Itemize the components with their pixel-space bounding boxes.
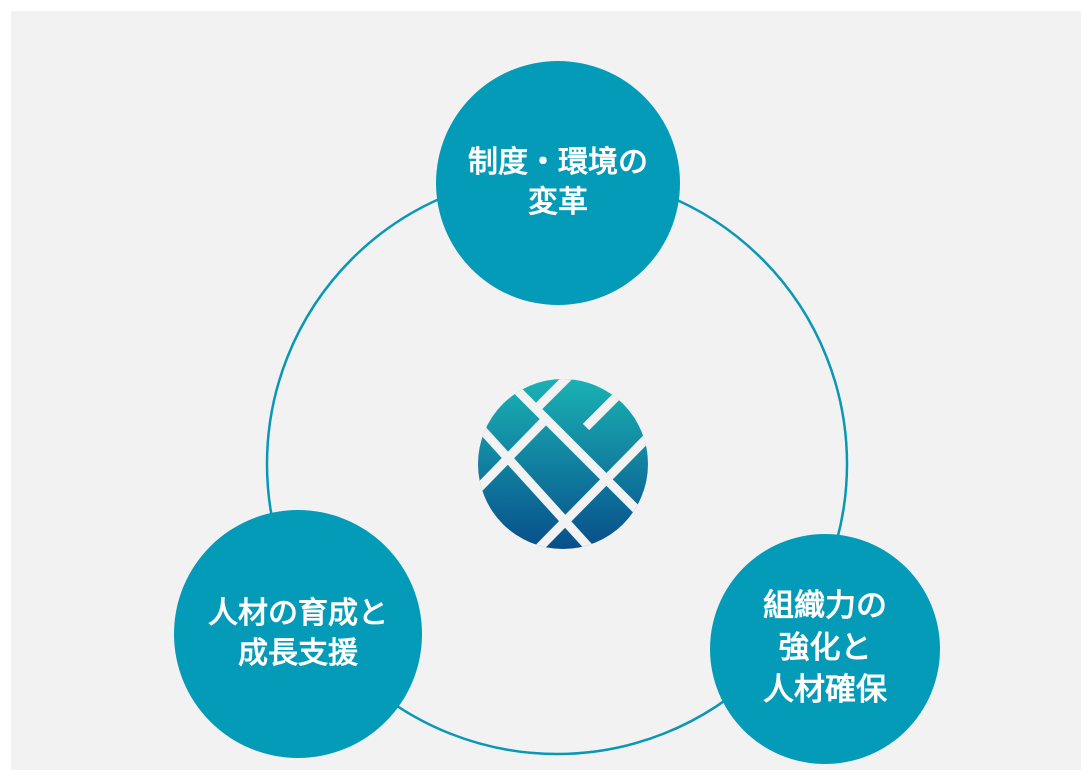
woven-globe-logo-icon <box>478 379 648 549</box>
node-right-line-2: 強化と <box>778 630 872 667</box>
node-left-line-2: 成長支援 <box>238 636 358 671</box>
node-right-line-3: 人材確保 <box>763 671 887 708</box>
diagram-panel: 制度・環境の 変革 人材の育成と 成長支援 組織力の 強化と 人材確保 <box>11 11 1081 770</box>
node-talent-development: 人材の育成と 成長支援 <box>174 510 422 758</box>
node-top-line-1: 制度・環境の <box>468 144 648 180</box>
node-right-line-1: 組織力の <box>763 588 887 625</box>
node-left-line-1: 人材の育成と <box>208 595 388 631</box>
node-top-line-2: 変革 <box>528 185 588 220</box>
node-organization-strength: 組織力の 強化と 人材確保 <box>710 534 940 764</box>
node-system-environment-reform: 制度・環境の 変革 <box>436 61 680 305</box>
